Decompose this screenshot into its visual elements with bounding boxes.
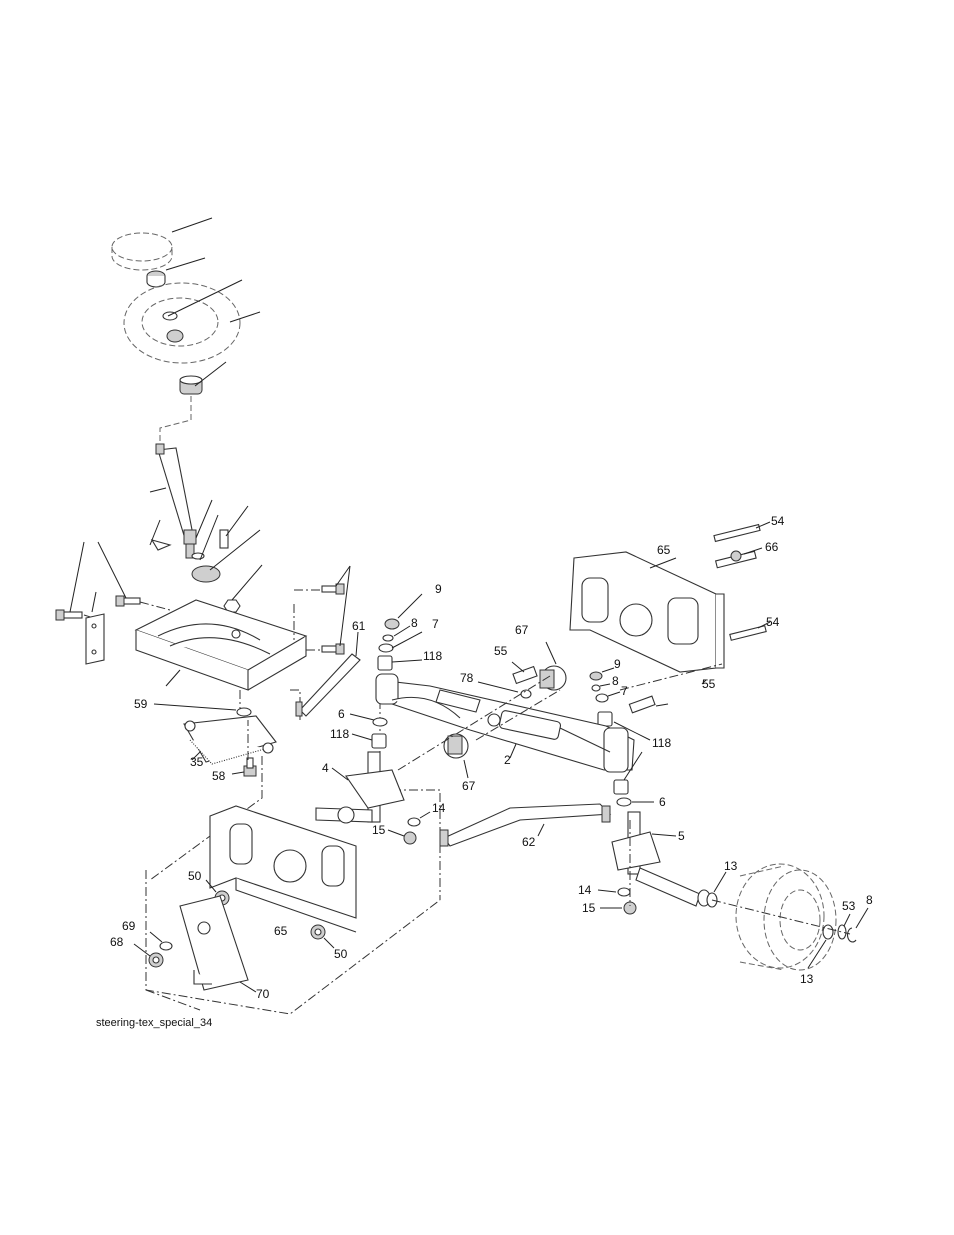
callout-label: 69 — [122, 919, 136, 933]
bolt-58 — [243, 757, 257, 777]
spacer-55-b — [628, 695, 656, 714]
callout-label: 54 — [771, 514, 785, 528]
callout-label: 5 — [678, 829, 685, 843]
washer-78 — [520, 689, 532, 699]
drag-link — [290, 653, 361, 720]
front-wheel — [735, 863, 837, 971]
callout-label: 68 — [110, 935, 124, 949]
bracket-plate-small — [85, 613, 105, 665]
steering-support-plate — [134, 599, 308, 691]
clip-8-c — [846, 927, 857, 943]
clip-14-b — [617, 887, 631, 897]
front-axle — [375, 673, 635, 773]
bolt-right-b — [321, 643, 345, 655]
callout-label: 15 — [372, 823, 386, 837]
cap-9-b — [589, 671, 603, 681]
callout-label: 14 — [432, 801, 446, 815]
pedal-plate — [179, 895, 249, 991]
callout-label: 67 — [515, 623, 529, 637]
callout-label: 65 — [274, 924, 288, 938]
callout-label: 35 — [190, 755, 204, 769]
bolt-54-a — [713, 523, 761, 543]
shaft-leader — [159, 396, 192, 448]
callout-label: 67 — [462, 779, 476, 793]
callout-label: 118 — [652, 736, 671, 750]
clip-14-a — [407, 817, 421, 827]
callout-label: 78 — [460, 671, 474, 685]
upper-bracket — [569, 551, 725, 673]
callout-label: 9 — [435, 582, 442, 596]
steering-cap — [111, 232, 173, 271]
callout-label: 118 — [330, 727, 349, 741]
callout-label: 8 — [612, 674, 619, 688]
washer-13-b — [822, 924, 834, 940]
callout-label: 15 — [582, 901, 596, 915]
callout-label: 66 — [765, 540, 779, 554]
nut-15-b — [623, 901, 637, 915]
tie-rod — [439, 803, 612, 847]
callout-label: 61 — [352, 619, 366, 633]
nut-68 — [148, 952, 164, 968]
bolt-left-a — [55, 609, 83, 621]
callout-label: 53 — [842, 899, 856, 913]
callout-label: 65 — [657, 543, 671, 557]
nut-15-a — [403, 831, 417, 845]
callout-label: 6 — [659, 795, 666, 809]
pivot-67-a — [539, 665, 567, 691]
callout-label: 7 — [432, 617, 439, 631]
callout-label: 13 — [724, 859, 738, 873]
bushing-118-c — [371, 733, 387, 749]
spindle-left — [315, 751, 405, 824]
callout-label: 13 — [800, 972, 814, 986]
washer-69 — [159, 941, 173, 951]
callout-label: 9 — [614, 657, 621, 671]
callout-label: 70 — [256, 987, 270, 1001]
bushing-118-b — [597, 711, 613, 727]
callout-label: 14 — [578, 883, 592, 897]
callout-label: 8 — [866, 893, 873, 907]
spacer-55-a — [512, 665, 538, 685]
steering-nut — [146, 270, 166, 288]
lower-bracket — [209, 805, 357, 933]
callout-label: 6 — [338, 707, 345, 721]
cap-9-a — [384, 618, 400, 630]
bolt-right-a — [321, 583, 345, 595]
callout-label: 50 — [188, 869, 202, 883]
callout-label: 2 — [504, 753, 511, 767]
bushing-118-a — [377, 655, 393, 671]
callout-label: 7 — [621, 684, 628, 698]
callout-label: 55 — [702, 677, 716, 691]
washer-6-a — [372, 717, 388, 727]
callout-label: 50 — [334, 947, 348, 961]
callout-label: 62 — [522, 835, 536, 849]
washer-7-b — [595, 693, 609, 703]
diagram-caption: steering-tex_special_34 — [96, 1017, 212, 1029]
bolt-left-b — [115, 595, 141, 607]
callout-label: 59 — [134, 697, 148, 711]
callout-label: 58 — [212, 769, 226, 783]
clip-8-a — [382, 634, 394, 642]
clip-8-b — [591, 684, 601, 692]
small-hardware-upper — [150, 529, 241, 613]
callout-label: 54 — [766, 615, 780, 629]
callout-label: 55 — [494, 644, 508, 658]
steering-adapter — [179, 375, 203, 395]
spindle-right — [611, 811, 711, 907]
bolt-54-b — [729, 625, 767, 641]
washer-59 — [236, 707, 252, 717]
bushing-118-d — [613, 779, 629, 795]
bolt-66 — [714, 550, 757, 569]
steering-shaft — [155, 443, 197, 545]
washer-7-a — [378, 643, 394, 653]
callout-label: 118 — [423, 649, 442, 663]
callout-label: 8 — [411, 616, 418, 630]
nut-50-b — [310, 924, 326, 940]
steering-wheel — [123, 282, 241, 364]
pivot-67-b — [443, 733, 469, 759]
clip-53 — [837, 924, 847, 940]
washer-6-b — [616, 797, 632, 807]
callout-label: 4 — [322, 761, 329, 775]
